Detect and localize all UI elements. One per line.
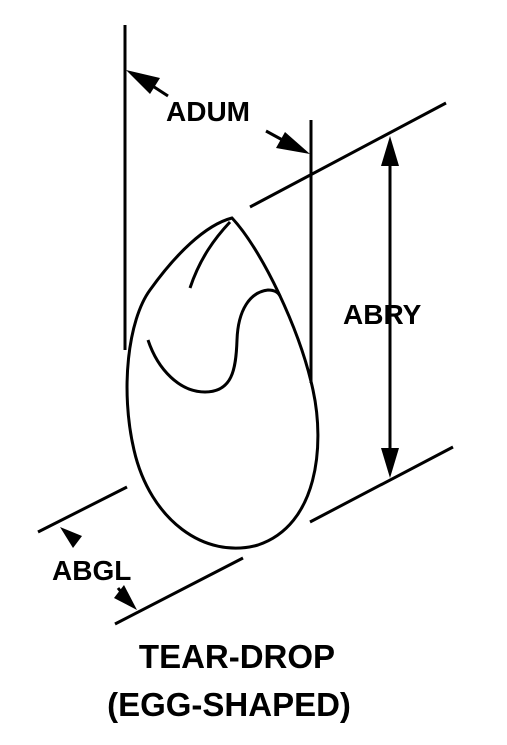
tear-drop-outline xyxy=(125,216,320,550)
abry-arrowhead-bottom xyxy=(381,448,399,478)
abgl-label: ABGL xyxy=(52,555,131,586)
abgl-extension-lower xyxy=(114,556,244,626)
abry-extension-bottom xyxy=(309,445,454,524)
caption-line-2: (EGG-SHAPED) xyxy=(107,686,351,723)
abry-arrowhead-top xyxy=(381,136,399,166)
abgl-arrowhead-lower xyxy=(114,585,137,610)
adum-arrowhead-right xyxy=(276,132,310,154)
abry-extension-top xyxy=(249,101,447,209)
caption-line-1: TEAR-DROP xyxy=(139,638,335,675)
abgl-arrowhead-upper xyxy=(60,527,82,548)
abry-label: ABRY xyxy=(343,299,422,330)
adum-arrowhead-left xyxy=(126,70,160,94)
highlight-curve-upper xyxy=(188,220,232,289)
adum-label: ADUM xyxy=(166,96,250,127)
abgl-extension-upper xyxy=(37,485,128,534)
highlight-curve-inner xyxy=(146,288,282,394)
